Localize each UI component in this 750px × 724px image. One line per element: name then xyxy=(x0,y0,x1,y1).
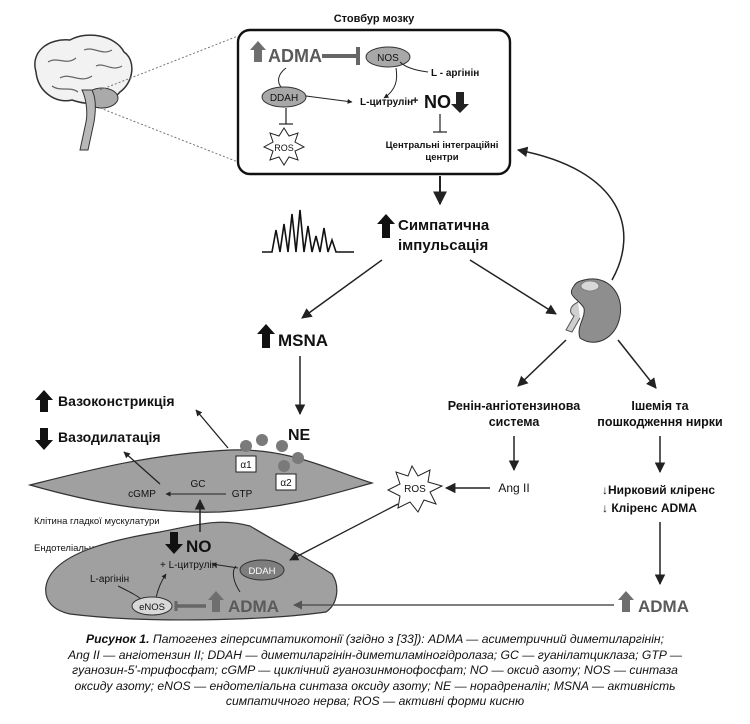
ne-label: NE xyxy=(288,427,311,444)
vasoconstriction-up-arrow-icon xyxy=(35,390,53,412)
gtp-label: GTP xyxy=(232,489,253,500)
ros-burst-brainstem xyxy=(262,127,306,166)
vasodilation-down-arrow-icon xyxy=(35,428,53,450)
caption-line-2: Ang II — ангіотензин II; DDAH — диметила… xyxy=(67,647,683,662)
vasoconstriction-label: Вазоконстрикція xyxy=(58,393,175,409)
ros-burst-middle xyxy=(386,464,444,513)
brainstem-no: NO xyxy=(424,92,451,112)
msna-label: MSNA xyxy=(278,331,328,350)
zoom-line-bottom xyxy=(99,107,239,163)
alpha2-receptor xyxy=(275,473,297,491)
alpha1-label: α1 xyxy=(240,460,252,471)
endo-adma-up-arrow-icon xyxy=(208,591,224,612)
zoom-line-top xyxy=(99,35,239,91)
ne-molecules xyxy=(240,434,304,472)
clearance-line-2: ↓ Кліренс ADMA xyxy=(602,501,697,515)
caption-line-1: Патогенез гіперсимпатикотонії (згідно з … xyxy=(149,632,665,646)
centers-line-2: центри xyxy=(425,152,458,163)
nos-enzyme xyxy=(365,46,411,68)
centers-line-1: Центральні інтеграційні xyxy=(386,140,499,151)
arrow-cgmp-to-vasodilation xyxy=(123,451,161,485)
endo-no-down-arrow-icon xyxy=(165,532,183,554)
endo-ddah-enzyme xyxy=(239,559,285,581)
brainstem-l-arginine: L - аргінін xyxy=(431,68,479,79)
arrow-ros-to-ddah xyxy=(289,503,399,561)
arrow-to-vasoconstriction xyxy=(195,409,229,449)
alpha2-label: α2 xyxy=(280,478,292,489)
clearance-line-1: ↓Нирковий кліренс xyxy=(602,483,715,497)
brainstem-adma: ADMA xyxy=(268,46,322,66)
brainstem-l-citrulline: L-цитрулін xyxy=(360,97,413,108)
sympathetic-line-2: імпульсація xyxy=(398,237,488,254)
caption-line-5: симпатичного нерва; ROS — активні форми … xyxy=(225,694,525,709)
caption-line-3: гуанозин-5'-трифосфат; cGMP — циклічний … xyxy=(72,663,678,678)
endo-l-arginine: L-аргінін xyxy=(90,574,129,585)
nerve-burst-trace xyxy=(262,209,354,253)
figure-caption: Рисунок 1. Патогенез гіперсимпатикотонії… xyxy=(8,632,742,710)
caption-line-4: оксиду азоту; eNOS — ендотеліальна синта… xyxy=(74,678,676,693)
enos-enzyme xyxy=(131,596,173,616)
endothelial-label: Ендотеліальна клітина xyxy=(34,543,135,554)
arrow-sympathetic-to-msna xyxy=(301,259,383,319)
alpha1-receptor xyxy=(235,455,257,473)
brainstem-ddah: DDAH xyxy=(270,93,298,104)
brainstem-title: Стовбур мозку xyxy=(334,13,415,25)
msna-up-arrow-icon xyxy=(257,324,275,348)
gc-label: GC xyxy=(191,479,206,490)
sympathetic-up-arrow-icon xyxy=(377,214,395,238)
brainstem-plus: + xyxy=(412,95,418,107)
ros-label: ROS xyxy=(404,484,426,495)
arrow-sympathetic-to-kidney xyxy=(469,259,557,315)
endo-ddah: DDAH xyxy=(249,566,276,577)
kidney-adma-up-arrow-icon xyxy=(618,591,634,612)
arrow-kidney-to-raas xyxy=(517,339,567,387)
raas-line-2: система xyxy=(489,415,541,429)
caption-label: Рисунок 1. xyxy=(85,632,150,646)
adma-up-arrow-icon xyxy=(250,41,266,62)
cgmp-label: cGMP xyxy=(128,489,156,500)
ddah-enzyme xyxy=(261,86,307,108)
ischemia-line-2: пошкодження нирки xyxy=(597,415,722,429)
endo-l-citrulline: + L-цитрулін xyxy=(160,560,217,571)
endo-adma: ADMA xyxy=(228,597,279,616)
arrow-kidney-to-centers xyxy=(516,146,625,281)
brainstem-box xyxy=(236,28,512,176)
ang2-label: Ang II xyxy=(498,481,529,495)
ischemia-line-1: Ішемія та xyxy=(631,399,689,413)
brain-icon xyxy=(34,34,133,151)
endo-enos: eNOS xyxy=(139,602,165,613)
sympathetic-line-1: Симпатична xyxy=(398,217,490,234)
endo-no-label: NO xyxy=(186,537,212,556)
endothelial-cell xyxy=(45,521,338,621)
raas-line-1: Ренін-ангіотензинова xyxy=(448,399,581,413)
brainstem-nos: NOS xyxy=(377,53,399,64)
no-down-arrow-icon xyxy=(451,92,469,113)
brainstem-ros: ROS xyxy=(274,143,294,153)
diagram-canvas: Стовбур мозку ADMA NOS L - аргінін DDAH … xyxy=(27,13,723,621)
smooth-muscle-label: Клітина гладкої мускулатури xyxy=(34,516,160,527)
kidney-adma: ADMA xyxy=(638,597,689,616)
arrow-kidney-to-ischemia xyxy=(617,339,657,389)
vasodilation-label: Вазодилатація xyxy=(58,429,161,445)
kidney-icon xyxy=(565,278,622,343)
